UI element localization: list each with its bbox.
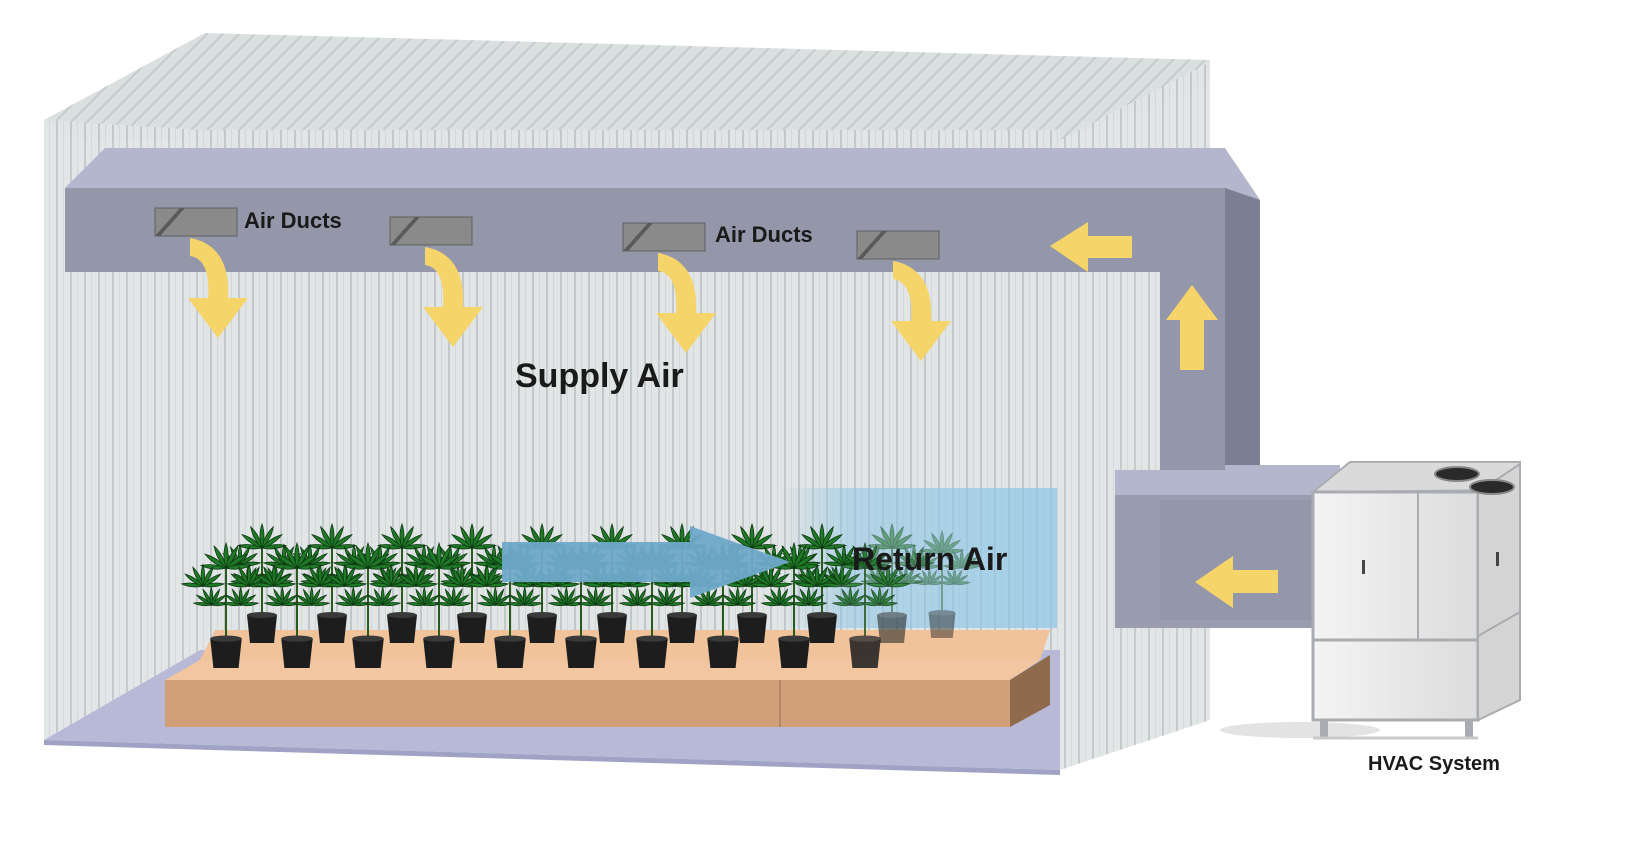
hvac-front (1311, 490, 1480, 722)
grow-benches (165, 630, 1050, 727)
vent-4 (856, 230, 940, 260)
bench-front-top (165, 660, 1040, 680)
duct-vertical-top (1225, 188, 1260, 272)
bench-side-face (1010, 655, 1050, 727)
duct-flow-arrows (1050, 222, 1278, 608)
hvac-side (1477, 462, 1521, 722)
curved-down-arrow-icon (188, 238, 248, 338)
fan-icon (1434, 466, 1480, 482)
floor-front-edge (44, 740, 1060, 775)
fan-icon (1469, 479, 1515, 495)
bench-front-face (165, 680, 1010, 727)
hvac-shadow (1220, 722, 1380, 738)
label-return-air: Return Air (852, 541, 1007, 577)
potted-plant-icon (393, 541, 485, 668)
duct-system (65, 148, 1340, 628)
right-arrow-icon (502, 526, 790, 598)
left-arrow-icon (1195, 556, 1278, 608)
potted-plant-icon (902, 529, 982, 638)
roof (44, 33, 1210, 140)
hvac-unit (1220, 461, 1521, 740)
potted-plant-icon (819, 541, 911, 668)
label-supply-air: Supply Air (515, 357, 684, 395)
vent-2 (389, 216, 473, 246)
up-arrow-icon (1166, 285, 1218, 370)
lower-duct-top (1115, 465, 1340, 495)
curved-down-arrow-icon (423, 247, 483, 347)
curved-down-arrow-icon (891, 261, 951, 361)
lower-duct-connector (1160, 500, 1320, 620)
hvac-handle-left (1362, 560, 1365, 574)
potted-plant-icon (180, 541, 272, 668)
vent-1 (154, 207, 238, 237)
potted-plant-icon (251, 541, 343, 668)
vent-3 (622, 222, 706, 252)
label-air-ducts-1: Air Ducts (244, 208, 342, 233)
supply-air-arrows (188, 238, 951, 361)
label-air-ducts-2: Air Ducts (715, 222, 813, 247)
curved-down-arrow-icon (656, 253, 716, 353)
label-hvac-system: HVAC System (1368, 753, 1500, 775)
hvac-handle-right (1496, 552, 1499, 566)
duct-top-face (65, 148, 1260, 200)
left-wall (44, 120, 200, 740)
left-arrow-icon (1050, 222, 1132, 272)
potted-plant-icon (748, 541, 840, 668)
